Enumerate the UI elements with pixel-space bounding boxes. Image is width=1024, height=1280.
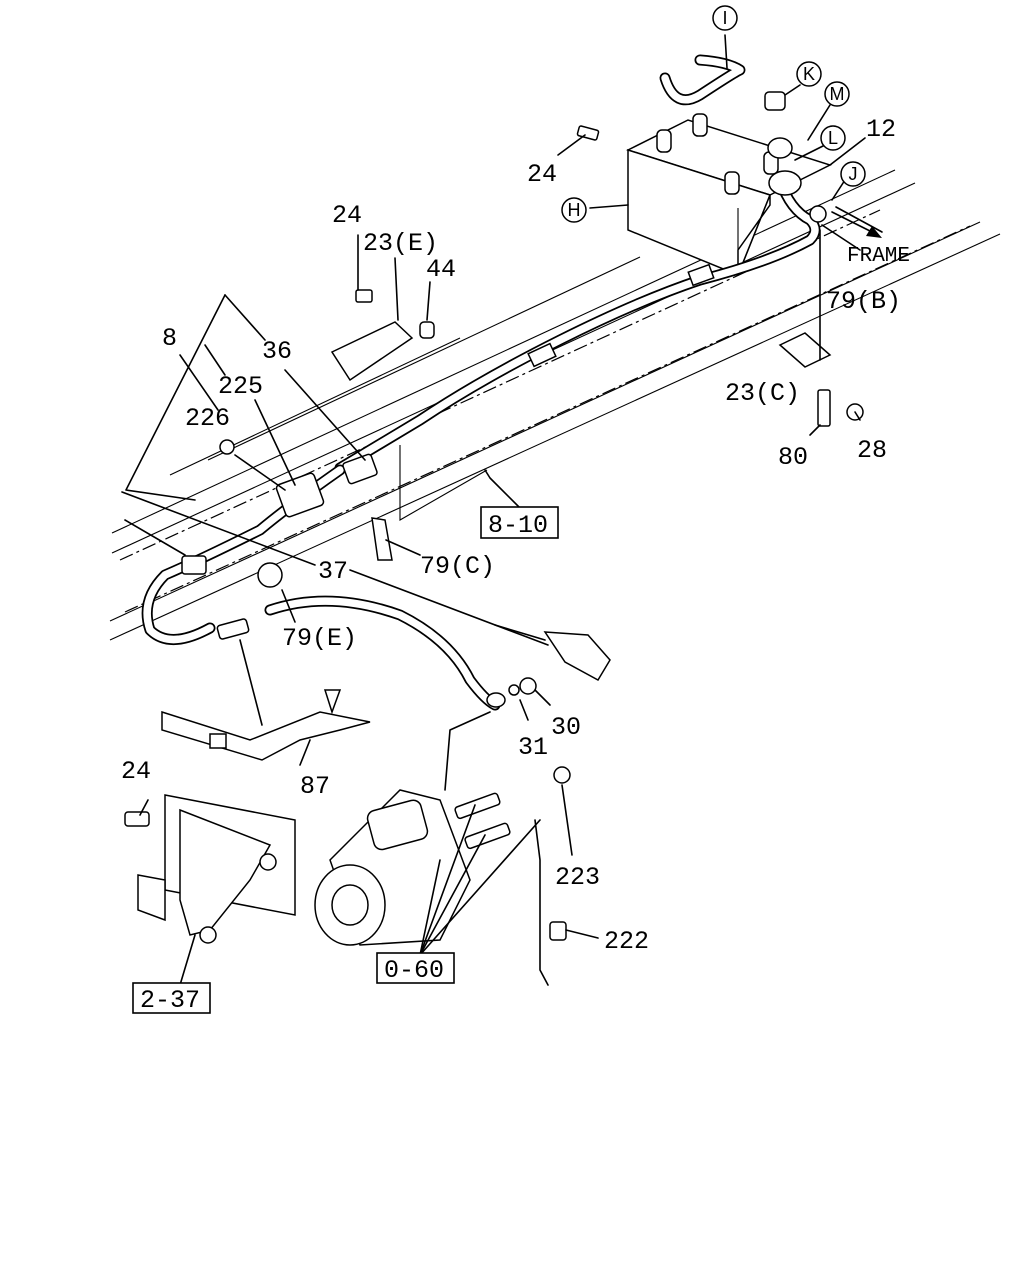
ref-box-2-37-label: 2-37 — [140, 986, 200, 1015]
callout-80: 80 — [778, 443, 808, 472]
battery-cables — [334, 54, 827, 474]
callout-12: 12 — [866, 115, 896, 144]
callouts: 24 23(E) 44 8 36 225 226 37 79(C) 79(E) … — [121, 115, 901, 956]
callout-31: 31 — [518, 733, 548, 762]
circle-ref-i: I — [712, 5, 738, 31]
callout-8: 8 — [162, 324, 177, 353]
circle-ref-h-label: H — [568, 200, 581, 220]
frame-rails — [109, 169, 1001, 641]
circle-ref-m-label: M — [830, 84, 845, 104]
callout-24-c: 24 — [527, 160, 557, 189]
circle-ref-l-label: L — [828, 128, 838, 148]
ref-box-0-60-label: 0-60 — [384, 956, 444, 985]
callout-222: 222 — [604, 927, 649, 956]
circle-ref-h: H — [561, 197, 587, 223]
callout-226: 226 — [185, 404, 230, 433]
callout-87: 87 — [300, 772, 330, 801]
starter-cable — [141, 453, 506, 711]
ref-box-8-10: 8-10 — [480, 506, 559, 540]
callout-30: 30 — [551, 713, 581, 742]
bracket-23c — [778, 332, 832, 368]
frame-label: FRAME — [847, 245, 910, 268]
callout-24-b: 24 — [121, 757, 151, 786]
callout-79e: 79(E) — [282, 624, 357, 653]
circle-ref-l: L — [820, 125, 846, 151]
callout-79c: 79(C) — [420, 552, 495, 581]
starter-motor — [314, 766, 571, 986]
frame-arrow: FRAME — [831, 211, 910, 268]
callout-79b: 79(B) — [826, 287, 901, 316]
callout-44: 44 — [426, 255, 456, 284]
circle-ref-k: K — [796, 61, 822, 87]
callout-23c: 23(C) — [725, 379, 800, 408]
callout-37: 37 — [318, 557, 348, 586]
starter-bracket — [124, 794, 296, 944]
callout-28: 28 — [857, 436, 887, 465]
callout-223: 223 — [555, 863, 600, 892]
leader-lines — [121, 34, 883, 986]
ref-box-8-10-label: 8-10 — [488, 511, 548, 540]
callout-36: 36 — [262, 337, 292, 366]
callout-24-a: 24 — [332, 201, 362, 230]
circled-refs: I K M L J H — [561, 5, 866, 223]
circle-ref-j: J — [840, 161, 866, 187]
clips-and-brackets — [330, 289, 611, 682]
ref-box-0-60: 0-60 — [376, 952, 455, 985]
circle-ref-i-label: I — [722, 8, 727, 28]
callout-23e: 23(E) — [363, 229, 438, 258]
callout-225: 225 — [218, 372, 263, 401]
circle-ref-k-label: K — [803, 64, 815, 84]
bracket-87 — [161, 689, 371, 761]
ref-box-2-37: 2-37 — [132, 982, 211, 1015]
circle-ref-m: M — [824, 81, 850, 107]
circle-ref-j-label: J — [849, 164, 858, 184]
